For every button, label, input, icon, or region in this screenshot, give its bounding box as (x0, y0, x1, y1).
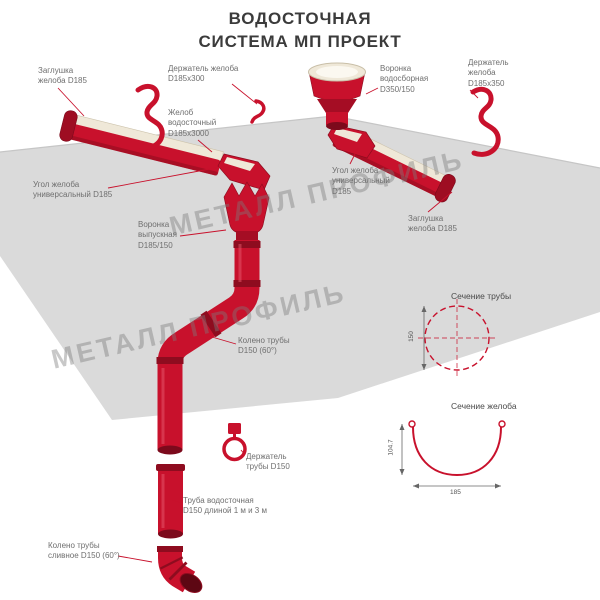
gutter-holder-left-drawing (135, 83, 165, 150)
label-drain-elbow: Колено трубы сливное D150 (60°) (48, 541, 120, 561)
drain-elbow-drawing (157, 546, 203, 594)
gutter-holder-right-drawing (470, 86, 501, 157)
pipe-section-title: Сечение трубы (451, 291, 512, 301)
label-gutter-corner-left: Угол желоба универсальный D185 (33, 180, 113, 200)
gutter-height-dim: 104.7 (387, 439, 395, 456)
page-title: ВОДОСТОЧНАЯ СИСТЕМА МП ПРОЕКТ (0, 8, 600, 54)
collector-funnel-drawing (308, 62, 366, 130)
label-downpipe: Труба водосточная D150 длиной 1 м и 3 м (183, 496, 267, 516)
gutter-section-title: Сечение желоба (451, 401, 517, 411)
label-outlet-funnel: Воронка выпускная D185/150 (138, 220, 177, 250)
gutter-holder-corner-drawing (250, 99, 266, 124)
downpipe-drawing (156, 240, 261, 539)
outlet-funnel-drawing (223, 181, 270, 242)
pipe-holder-drawing (222, 423, 247, 462)
label-pipe-holder: Держатель трубы D150 (246, 452, 290, 472)
gutter-section-drawing (399, 420, 506, 489)
pipe-diameter-dim: 150 (407, 331, 415, 342)
pipe-section-drawing (418, 299, 496, 377)
page-title-line1: ВОДОСТОЧНАЯ (228, 9, 372, 28)
leader-lines (57, 83, 479, 563)
label-gutter-cap-left: Заглушка желоба D185 (38, 66, 87, 86)
label-gutter-corner-right: Угол желоба универсальный D185 (332, 166, 390, 196)
label-gutter: Желоб водосточный D185х3000 (168, 108, 217, 138)
gutter-width-dim: 185 (450, 489, 461, 496)
label-gutter-holder-left: Держатель желоба D185х300 (168, 64, 239, 84)
label-gutter-cap-right: Заглушка желоба D185 (408, 214, 457, 234)
label-gutter-holder-right: Держатель желоба D185х350 (468, 58, 509, 88)
gutter-corner-right-drawing (327, 124, 376, 159)
label-pipe-elbow: Колено трубы D150 (60°) (238, 336, 290, 356)
roof-surface (0, 116, 600, 420)
gutter-corner-left-drawing (217, 153, 271, 191)
gutter-cap-right-drawing (434, 174, 456, 203)
label-collector-funnel: Воронка водосборная D350/150 (380, 64, 429, 94)
gutter-cap-left-drawing (59, 110, 78, 142)
page-title-line2: СИСТЕМА МП ПРОЕКТ (198, 31, 402, 51)
